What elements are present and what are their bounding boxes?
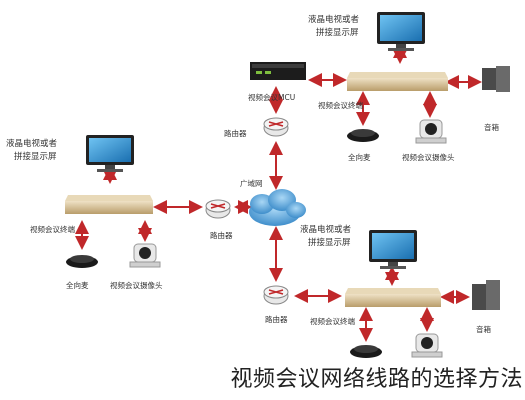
mic-icon-left bbox=[66, 255, 98, 268]
display-label-right-1: 液晶电视或者 bbox=[300, 224, 352, 235]
terminal-device-left bbox=[65, 195, 153, 214]
speaker-label-top: 音箱 bbox=[484, 122, 499, 132]
terminal-device-top bbox=[347, 72, 448, 91]
display-label-right-2: 拼接显示屏 bbox=[308, 237, 351, 248]
speaker-label-right: 音箱 bbox=[476, 324, 491, 334]
camera-label-left: 视频会议摄像头 bbox=[110, 280, 163, 290]
mic-icon-top bbox=[347, 129, 379, 142]
monitor-icon-right bbox=[369, 230, 417, 269]
display-label-top-1: 液晶电视或者 bbox=[308, 14, 360, 25]
internet-label: 广域网 bbox=[240, 178, 263, 188]
router-icon-left bbox=[205, 199, 231, 219]
camera-label-top: 视频会议摄像头 bbox=[402, 152, 455, 162]
router-icon-top bbox=[263, 117, 289, 137]
speaker-icon-top bbox=[482, 66, 510, 92]
caption-title: 视频会议网络线路的选择方法 bbox=[0, 364, 525, 396]
monitor-icon-left bbox=[86, 135, 134, 172]
terminal-device-right bbox=[345, 288, 441, 307]
mcu-device bbox=[250, 62, 306, 80]
mcu-label: 视频会议MCU bbox=[248, 92, 295, 102]
display-label-top-2: 拼接显示屏 bbox=[316, 27, 359, 38]
router-label-top: 路由器 bbox=[224, 128, 247, 138]
router-label-left: 路由器 bbox=[210, 230, 233, 240]
camera-icon-top bbox=[415, 119, 447, 144]
internet-cloud bbox=[249, 189, 306, 226]
camera-icon-left bbox=[129, 243, 161, 268]
terminal-label-right: 视频会议终端 bbox=[310, 316, 355, 326]
terminal-label-left: 视频会议终端 bbox=[30, 224, 75, 234]
mic-label-left: 全向麦 bbox=[66, 280, 89, 290]
camera-icon-right bbox=[411, 333, 443, 358]
speaker-icon-right bbox=[472, 280, 500, 310]
display-label-left-2: 拼接显示屏 bbox=[14, 151, 57, 162]
router-label-bottom: 路由器 bbox=[265, 314, 288, 324]
mic-label-top: 全向麦 bbox=[348, 152, 371, 162]
display-label-left-1: 液晶电视或者 bbox=[6, 138, 58, 149]
mic-icon-right bbox=[350, 345, 382, 358]
monitor-icon-top bbox=[377, 12, 425, 51]
terminal-label-top: 视频会议终端 bbox=[318, 100, 363, 110]
router-icon-bottom bbox=[263, 285, 289, 305]
